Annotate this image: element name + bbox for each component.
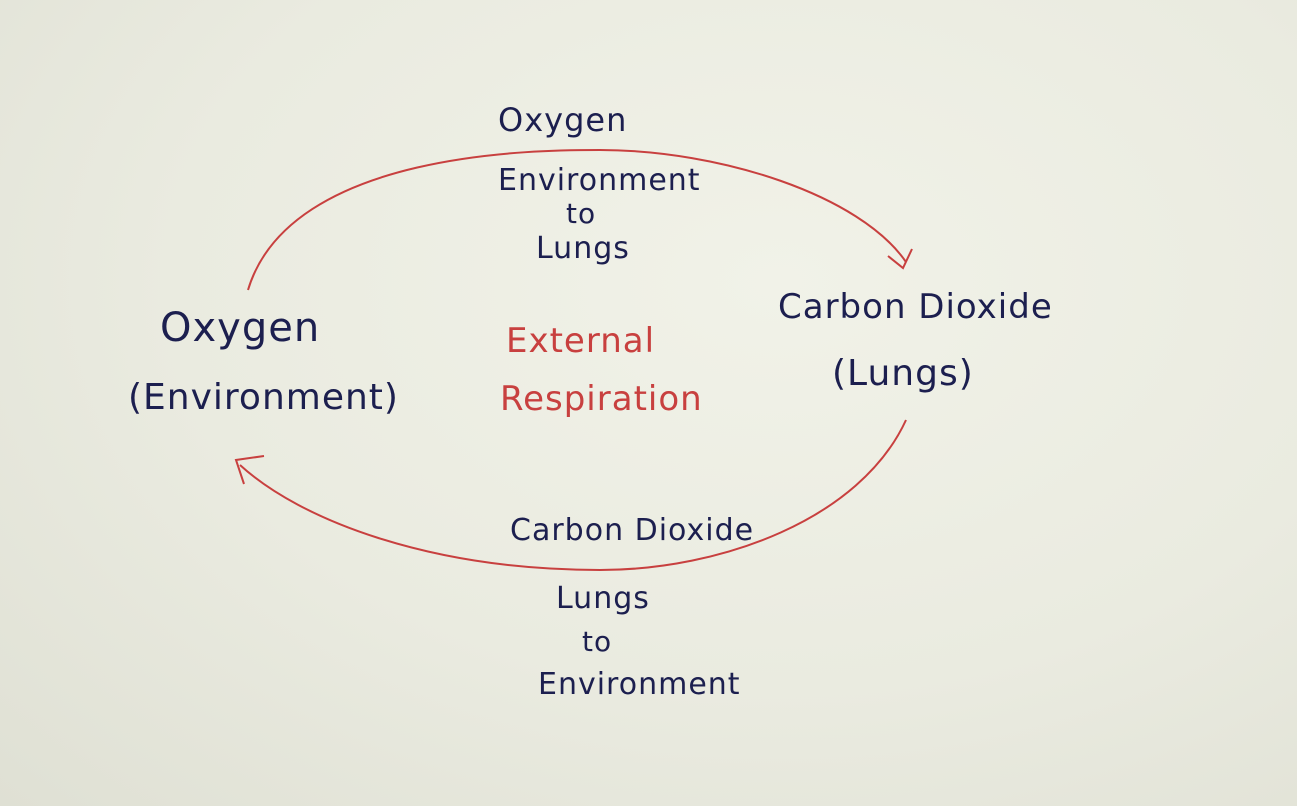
bottom-arrow-from: Lungs (556, 581, 650, 616)
left-node-line2: (Environment) (128, 377, 399, 418)
top-arc-arrow (247, 148, 907, 291)
bottom-arc-arrow (239, 419, 907, 572)
top-arrow-gas: Oxygen (498, 101, 628, 139)
bottom-arrowhead (234, 455, 265, 485)
center-label-line2: Respiration (500, 379, 703, 419)
top-arrow-to: Lungs (536, 231, 630, 266)
bottom-arrow-to: Environment (538, 667, 741, 702)
center-label-line1: External (506, 321, 656, 361)
right-node-line1: Carbon Dioxide (778, 287, 1053, 327)
bottom-arrow-connector: to (582, 625, 613, 658)
bottom-arrow-gas: Carbon Dioxide (510, 513, 755, 548)
right-node-line2: (Lungs) (832, 353, 974, 394)
top-arrow-connector: to (566, 197, 597, 230)
top-arrowhead (887, 248, 913, 270)
top-arrow-from: Environment (498, 163, 701, 198)
left-node-line1: Oxygen (160, 305, 321, 351)
